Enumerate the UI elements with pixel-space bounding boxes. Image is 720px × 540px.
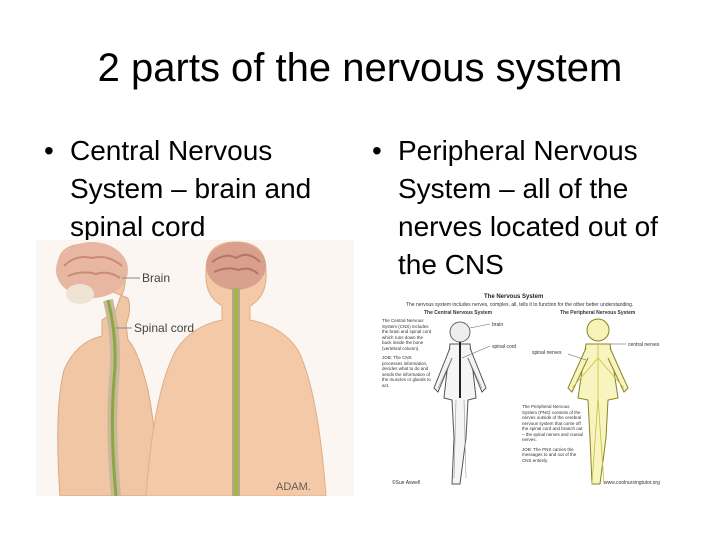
pns-heading: The Peripheral Nervous System [560,310,636,316]
spinal-cord-label: Spinal cord [134,321,194,335]
cns-figure [434,322,486,484]
brain-label: Brain [142,271,170,285]
diagram-title: The Nervous System [484,294,543,300]
cns-text-block: The Central Nervous System (CNS) include… [382,318,432,438]
pns-spinal-nerves-label: spinal nerves [532,350,562,356]
cns-anatomy-illustration: Brain Spinal cord ADAM. [36,240,354,496]
pns-central-nerves-label: central nerves [628,342,660,348]
left-bullet: • Central Nervous System – brain and spi… [44,132,354,246]
cns-bullet-text: Central Nervous System – brain and spina… [70,132,354,246]
cns-brain-label: brain [492,322,503,328]
nervous-system-diagram: The Nervous System The nervous system in… [372,288,672,496]
pns-text-block: The Peripheral Nervous System (PNS) cons… [522,404,584,484]
diagram-caption: The nervous system includes nerves, comp… [406,302,633,308]
pns-bullet-text: Peripheral Nervous System – all of the n… [398,132,702,284]
skull-face [66,284,94,304]
cns-description: The Central Nervous System (CNS) include… [382,318,432,351]
nervous-system-svg: The Nervous System The nervous system in… [372,288,672,496]
cns-anatomy-svg: Brain Spinal cord ADAM. [36,240,354,496]
slide-title: 2 parts of the nervous system [0,44,720,92]
pns-description: The Peripheral Nervous System (PNS) cons… [522,404,584,443]
bullet-marker: • [44,132,70,246]
cns-job: JOB: The CNS processes information, deci… [382,355,432,388]
right-bullet: • Peripheral Nervous System – all of the… [372,132,702,284]
cns-brain-pointer [470,324,490,328]
diagram-footer-left: ©Sue Aswell [392,479,420,486]
back-brain-shape [206,242,266,290]
pns-job: JOB: The PNS carries the messages to and… [522,447,584,464]
diagram-footer-right: www.coolnursingtutor.org [604,480,660,486]
cns-heading: The Central Nervous System [424,310,493,316]
adam-watermark: ADAM. [276,481,311,493]
cns-spinal-label: spinal cord [492,344,516,350]
bullet-marker: • [372,132,398,284]
